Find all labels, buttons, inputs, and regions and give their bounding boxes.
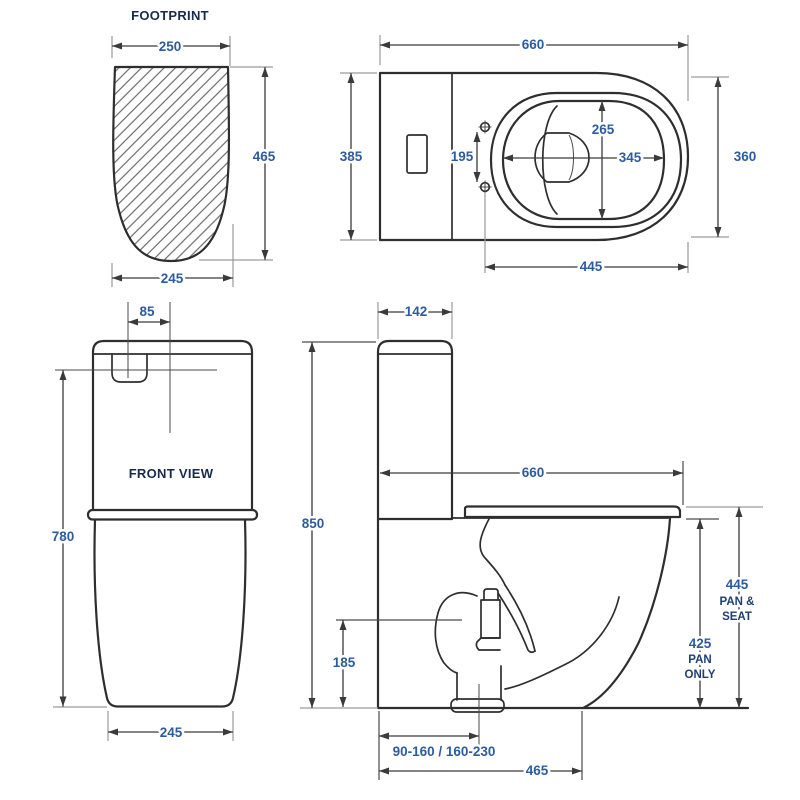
dim-label-word: ONLY — [685, 669, 716, 681]
dim-side-outlet-setout: 90-160 / 160-230 — [378, 711, 498, 780]
bowl-back-inner-curve — [479, 518, 506, 586]
flush-connector-flange — [475, 637, 501, 651]
dim-side-pan-seat-height: 445 PAN & SEAT — [686, 506, 763, 708]
plan-view: 660 385 360 195 265 345 — [337, 35, 759, 277]
bowl-rim-outline — [489, 91, 683, 229]
pan-front-outline — [582, 516, 672, 709]
dim-label: 385 — [340, 149, 363, 164]
dim-label: 185 — [333, 655, 356, 670]
dim-label: 660 — [522, 37, 545, 52]
dim-footprint-top-width: 250 — [111, 36, 231, 66]
dim-label: 780 — [52, 529, 75, 544]
seat-fixing-hole-top — [478, 120, 492, 134]
dim-label: 465 — [526, 763, 549, 778]
dim-front-base-width: 245 — [107, 711, 234, 743]
footprint-view: FOOTPRINT 250 465 245 — [111, 8, 278, 289]
dim-side-wall-to-front: 660 — [380, 461, 684, 505]
flush-connector-body — [480, 599, 501, 639]
front-view: 85 FRONT VIEW 780 245 — [49, 302, 259, 743]
bowl-front-inner-curve — [504, 596, 620, 690]
footprint-outline — [112, 65, 231, 263]
dim-footprint-bottom-width: 245 — [111, 224, 234, 289]
front-view-title: FRONT VIEW — [129, 466, 214, 481]
dim-plan-pan-width: 360 — [691, 76, 759, 238]
dim-label: 425 — [689, 636, 712, 651]
dim-label: 265 — [592, 122, 615, 137]
dim-label: 465 — [253, 149, 276, 164]
dim-label: 660 — [522, 465, 545, 480]
dim-plan-fixing-to-front: 445 — [484, 193, 689, 277]
dim-label: 250 — [159, 39, 182, 54]
dim-label: 445 — [580, 259, 603, 274]
dim-label: 850 — [302, 516, 325, 531]
cistern-outline-front — [91, 339, 254, 512]
button-recess-outline — [111, 353, 148, 383]
dim-label: 245 — [161, 271, 184, 286]
dim-label: 245 — [160, 725, 183, 740]
weir-tongue-inner — [497, 592, 536, 654]
seat-edge-band — [86, 508, 259, 521]
dim-side-base-depth: 465 — [379, 711, 583, 781]
seat-slab-outline — [463, 505, 682, 519]
dim-side-cistern-depth: 142 — [377, 302, 453, 339]
dim-plan-bowl-inner-width: 265 — [589, 101, 617, 219]
pan-outline-front — [93, 518, 247, 708]
dim-label-word: SEAT — [722, 611, 752, 623]
dim-label-word: PAN & — [720, 596, 755, 608]
dim-side-pan-only-height: 425 PAN ONLY — [682, 518, 719, 708]
dim-footprint-side-height: 465 — [199, 66, 278, 261]
dim-label: 345 — [619, 150, 642, 165]
flush-button — [406, 134, 428, 174]
dim-front-cistern-height: 780 — [49, 370, 107, 708]
weir-tongue-outer — [504, 584, 536, 652]
bowl-inner-crescent-line — [541, 105, 558, 215]
dim-plan-body-width: 385 — [337, 72, 377, 241]
seat-fixing-hole-bottom — [478, 180, 492, 194]
dim-label: 85 — [139, 304, 155, 319]
dim-side-trap-centre-height: 185 — [330, 619, 462, 707]
dim-side-overall-height: 850 — [299, 341, 376, 708]
dim-plan-overall-length: 660 — [379, 35, 689, 101]
dim-label: 195 — [451, 149, 474, 164]
side-view: 142 850 660 185 90-160 / 160-230 465 — [299, 302, 763, 781]
dim-plan-bowl-inner-length: 345 — [503, 148, 664, 168]
flush-connector-cap — [483, 588, 499, 601]
water-spot-outline — [534, 132, 590, 183]
dim-label: 360 — [734, 149, 757, 164]
dim-label: 445 — [726, 577, 749, 592]
footprint-title: FOOTPRINT — [131, 8, 209, 23]
dim-front-button-offset: 85 — [128, 302, 170, 326]
dim-label: 142 — [405, 304, 428, 319]
bowl-opening-outline — [501, 99, 666, 221]
trap-bend-outline — [434, 591, 478, 674]
dim-label: 90-160 / 160-230 — [393, 744, 496, 759]
dim-label-word: PAN — [688, 654, 711, 666]
cistern-and-back-outline-side — [376, 339, 454, 710]
dim-plan-seat-fixing-centres: 195 — [448, 132, 481, 182]
plan-outline — [378, 71, 690, 242]
outlet-collar — [450, 698, 505, 713]
